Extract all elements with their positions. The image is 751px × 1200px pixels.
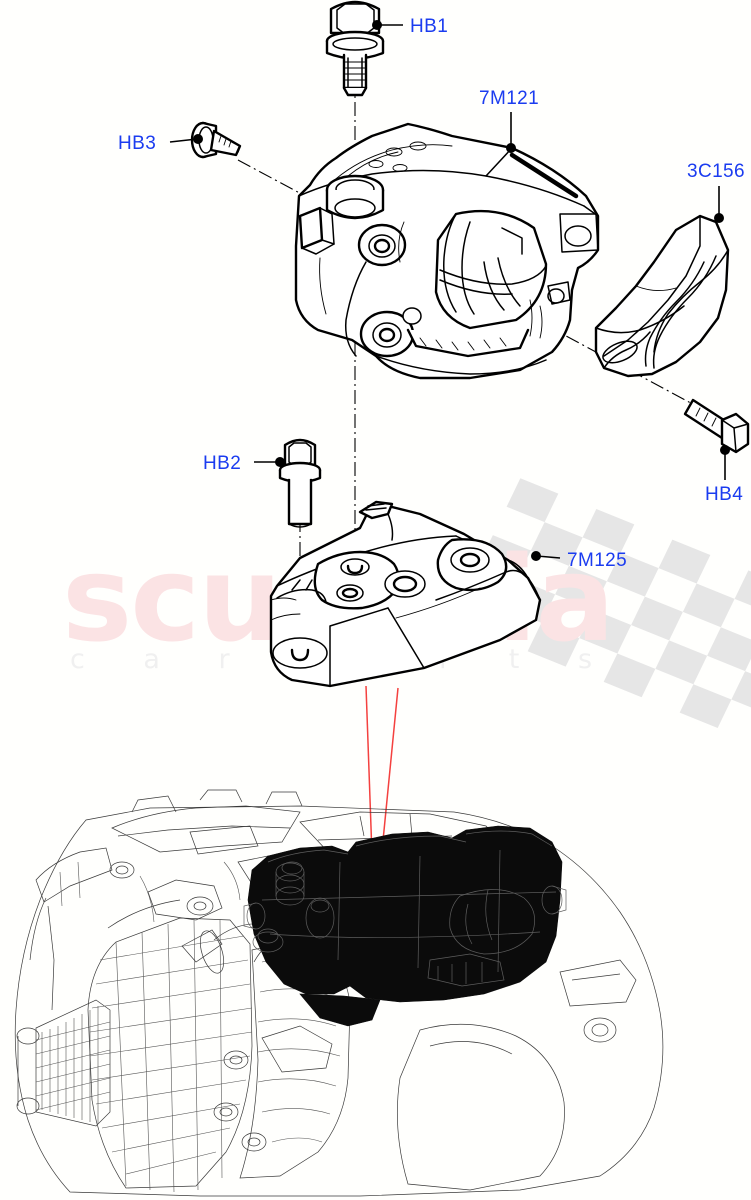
callout-label-3c156: 3C156 <box>687 161 745 182</box>
callout-7m125[interactable]: 7M125 <box>531 550 627 571</box>
part-7m121-transmission-mount-bracket <box>294 122 600 380</box>
callout-3c156[interactable]: 3C156 <box>687 161 745 223</box>
callout-label-hb4: HB4 <box>705 484 743 505</box>
callout-dot-hb4 <box>720 445 730 455</box>
callout-label-7m125: 7M125 <box>567 550 627 571</box>
callout-dot-hb3 <box>193 134 203 144</box>
highlighted-mount-bracket <box>243 825 567 1027</box>
callout-hb3[interactable]: HB3 <box>118 133 203 154</box>
part-3c156-heat-shield <box>594 214 730 378</box>
callout-dot-7m125 <box>531 551 541 561</box>
callout-label-hb2: HB2 <box>203 453 241 474</box>
callout-dot-3c156 <box>714 213 724 223</box>
callout-hb4[interactable]: HB4 <box>705 445 743 505</box>
transmission-assembly-illustration <box>14 789 664 1197</box>
callout-hb2[interactable]: HB2 <box>203 453 285 474</box>
part-hb1-bolt <box>325 0 385 97</box>
callout-label-hb3: HB3 <box>118 133 156 154</box>
part-hb4-bolt <box>683 398 750 454</box>
callout-dot-hb2 <box>275 457 285 467</box>
callout-label-7m121: 7M121 <box>479 88 539 109</box>
part-hb3-stud-bolt <box>190 121 242 159</box>
callout-dot-hb1 <box>372 20 382 30</box>
callout-7m121[interactable]: 7M121 <box>479 88 539 153</box>
part-hb2-bolt <box>278 438 322 528</box>
callout-dot-7m121 <box>506 143 516 153</box>
callout-label-hb1: HB1 <box>410 16 448 37</box>
part-7m125-mount-support-bracket <box>269 500 542 688</box>
callout-hb1[interactable]: HB1 <box>372 16 448 37</box>
